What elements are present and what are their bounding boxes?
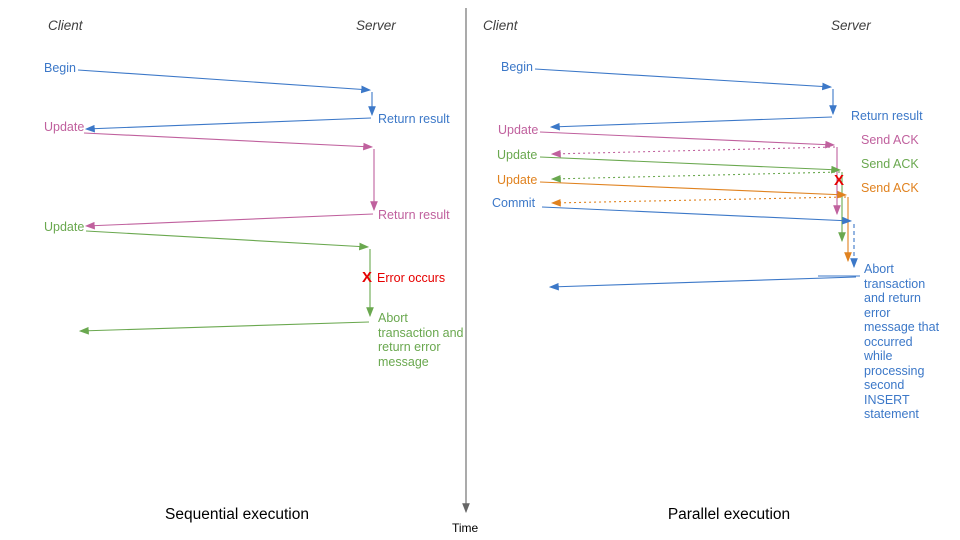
par-update-2-label: Update <box>497 148 538 162</box>
par-commit-arrow <box>541 206 853 225</box>
par-return-result-label: Return result <box>851 109 923 123</box>
par-send-ack-1-arrow <box>550 146 836 158</box>
par-error-x-icon: X <box>834 172 845 189</box>
seq-update-2-label: Update <box>44 220 85 234</box>
seq-client-heading: Client <box>48 18 83 33</box>
seq-error-occurs-label: Error occurs <box>377 271 446 285</box>
par-update-3-label: Update <box>497 173 538 187</box>
par-send-ack-1-label: Send ACK <box>861 133 919 147</box>
par-update-3-arrow <box>539 181 848 199</box>
time-axis-label: Time <box>452 521 479 535</box>
par-send-ack-3-arrow <box>550 196 847 207</box>
par-abort-arrow <box>548 276 857 291</box>
par-begin-arrow <box>534 68 833 91</box>
seq-update-2-arrow <box>85 230 370 251</box>
parallel-execution-caption: Parallel execution <box>667 506 791 523</box>
sequential-execution-caption: Sequential execution <box>165 506 309 523</box>
seq-return-result-1-arrow <box>84 117 372 133</box>
seq-begin-label: Begin <box>44 61 76 75</box>
parallel-panel-arrows <box>534 68 860 291</box>
par-update-1-label: Update <box>498 123 539 137</box>
seq-return-result-2-arrow <box>84 213 374 230</box>
par-send-ack-2-arrow <box>550 171 841 183</box>
seq-return-result-1-label: Return result <box>378 112 450 126</box>
par-send-ack-2-label: Send ACK <box>861 157 919 171</box>
seq-update-1-label: Update <box>44 120 85 134</box>
seq-error-x-icon: X <box>362 269 373 286</box>
seq-update-1-arrow <box>83 132 374 151</box>
seq-begin-arrow <box>77 69 372 94</box>
par-commit-label: Commit <box>492 196 536 210</box>
par-client-heading: Client <box>483 18 518 33</box>
par-server-heading: Server <box>831 18 871 33</box>
par-abort-label: Abort transaction and return error messa… <box>864 262 940 421</box>
par-begin-label: Begin <box>501 60 533 74</box>
seq-server-heading: Server <box>356 18 396 33</box>
sequential-panel-arrows <box>77 69 378 335</box>
par-update-2-arrow <box>539 156 842 174</box>
par-send-ack-3-label: Send ACK <box>861 181 919 195</box>
par-return-result-arrow <box>549 116 833 131</box>
seq-return-result-2-label: Return result <box>378 208 450 222</box>
seq-abort-arrow <box>78 321 370 335</box>
seq-abort-label: Abort transaction and return error messa… <box>378 311 464 369</box>
par-update-1-arrow <box>539 131 836 149</box>
